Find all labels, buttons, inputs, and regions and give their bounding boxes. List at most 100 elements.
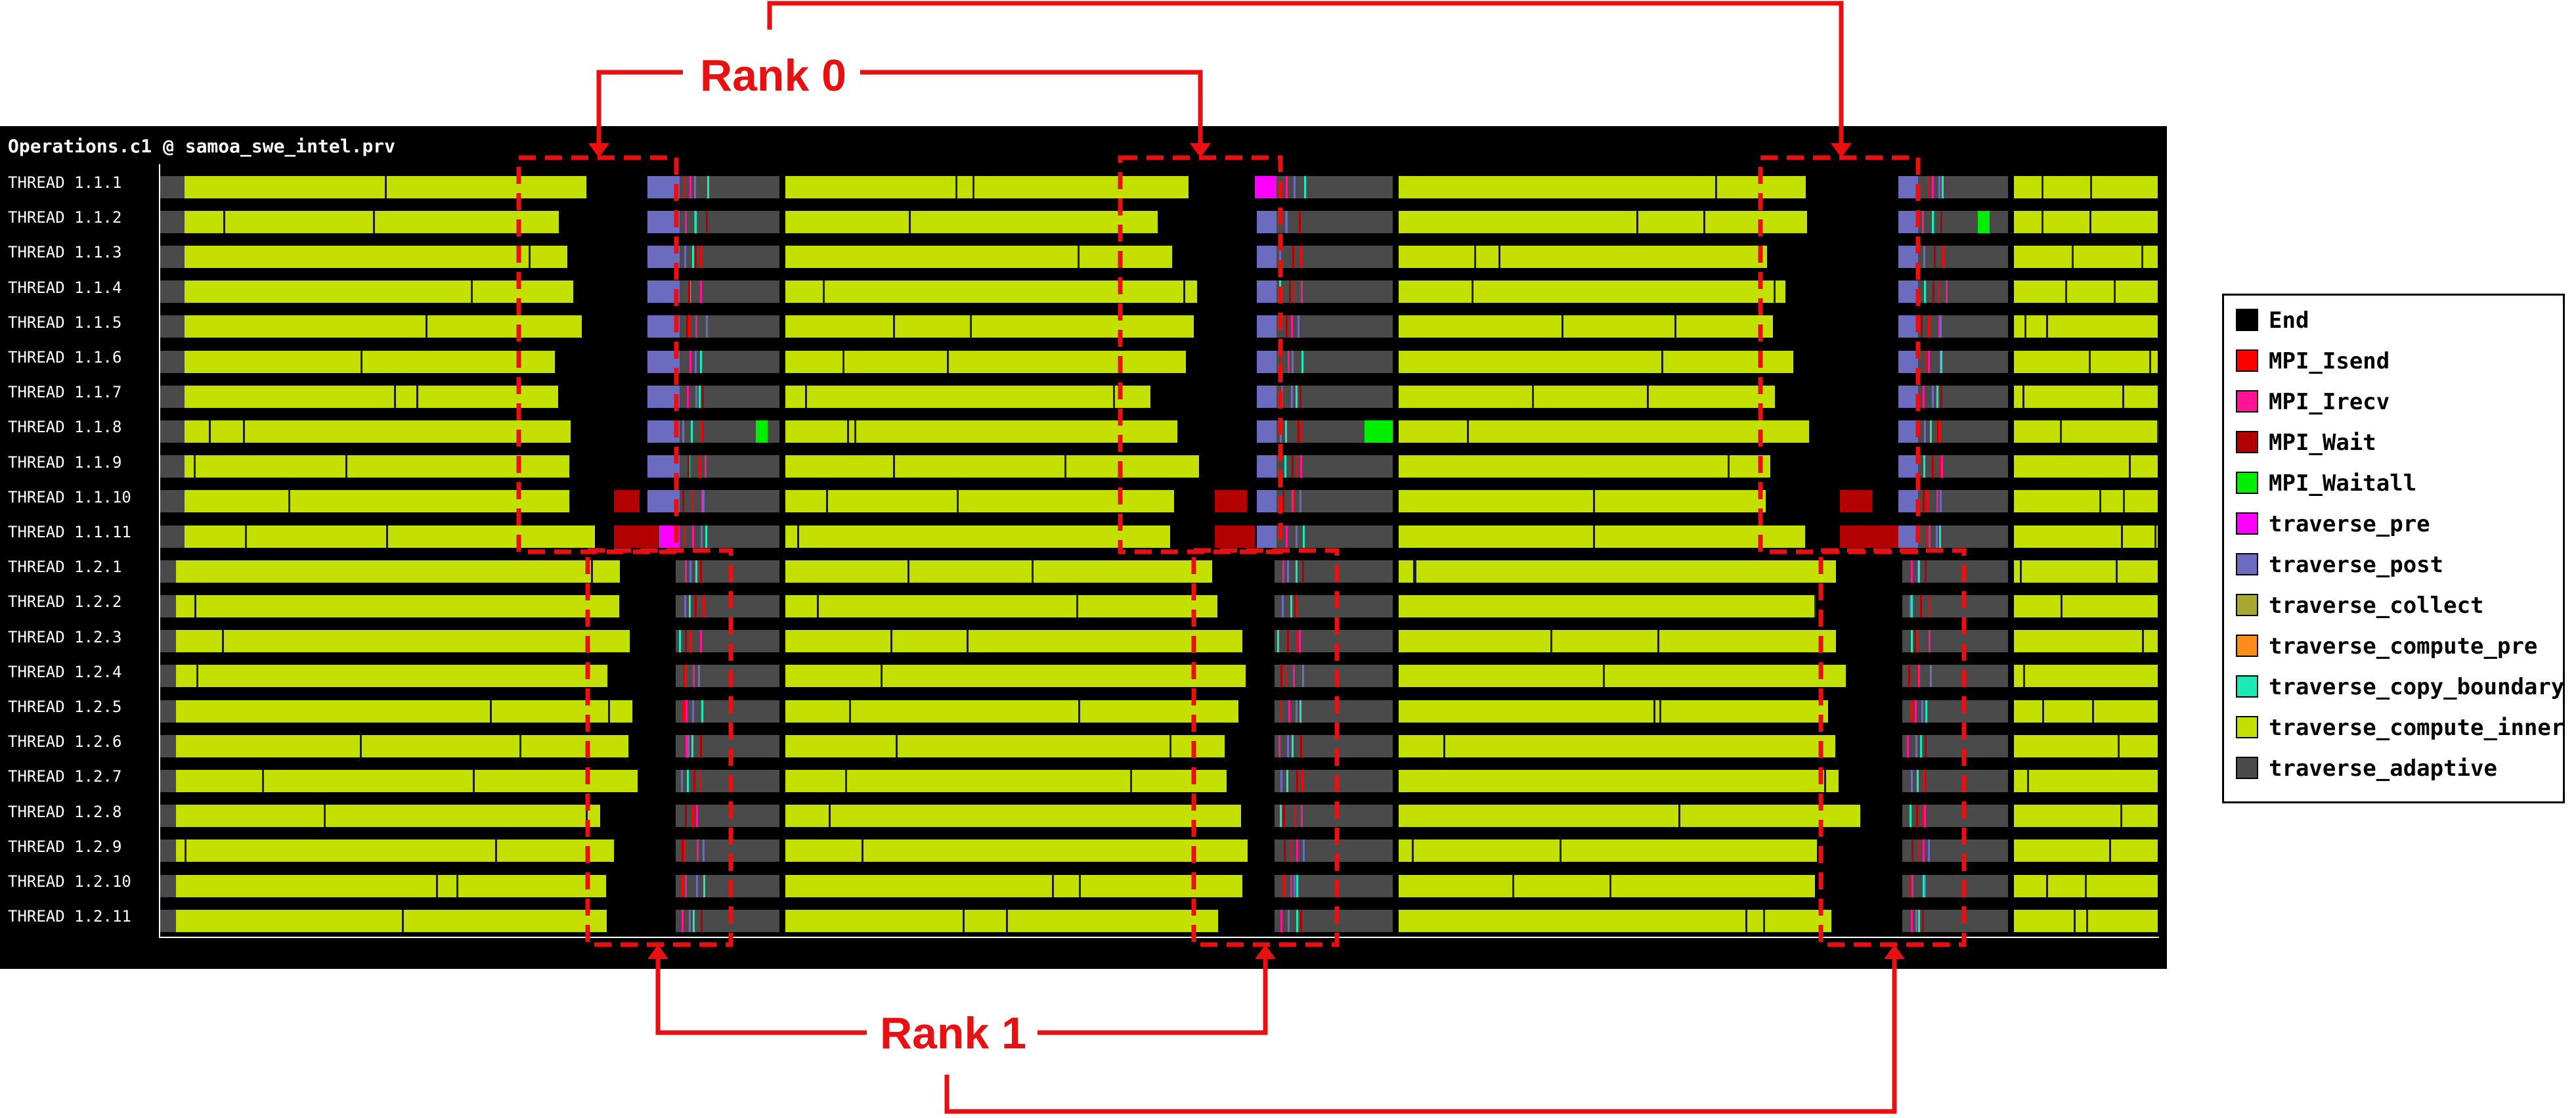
thread-row[interactable]: THREAD 1.2.9 bbox=[0, 834, 2167, 868]
state-segment bbox=[785, 175, 1189, 198]
mpi-event bbox=[613, 490, 640, 513]
legend-label: traverse_collect bbox=[2269, 593, 2484, 619]
state-tick bbox=[1593, 525, 1596, 548]
state-segment bbox=[1399, 805, 1860, 828]
mpi-stripe bbox=[705, 455, 707, 478]
state-segment bbox=[1257, 315, 1277, 338]
mpi-stripe bbox=[689, 560, 692, 583]
mpi-event bbox=[1978, 210, 1990, 233]
state-tick bbox=[2092, 700, 2095, 723]
state-tick bbox=[2149, 350, 2151, 373]
thread-row[interactable]: THREAD 1.1.9 bbox=[0, 449, 2167, 484]
mpi-stripe bbox=[1939, 525, 1942, 548]
state-segment bbox=[1917, 315, 2008, 338]
state-segment bbox=[2013, 350, 2158, 373]
thread-row[interactable]: THREAD 1.2.7 bbox=[0, 763, 2167, 798]
thread-row[interactable]: THREAD 1.1.8 bbox=[0, 414, 2167, 449]
thread-row[interactable]: THREAD 1.2.6 bbox=[0, 728, 2167, 763]
thread-label: THREAD 1.1.6 bbox=[8, 348, 122, 367]
thread-row[interactable]: THREAD 1.2.5 bbox=[0, 694, 2167, 728]
state-tick bbox=[1076, 594, 1078, 617]
timeline-window[interactable]: Operations.c1 @ samoa_swe_intel.prv THRE… bbox=[0, 126, 2167, 1086]
mpi-stripe bbox=[685, 700, 688, 723]
mpi-stripe bbox=[1927, 175, 1930, 198]
state-segment bbox=[647, 490, 680, 513]
state-tick bbox=[804, 385, 807, 408]
state-segment bbox=[1257, 385, 1277, 408]
thread-row[interactable]: THREAD 1.1.5 bbox=[0, 309, 2167, 344]
mpi-stripe bbox=[1926, 490, 1929, 513]
mpi-stripe bbox=[1304, 175, 1307, 198]
thread-row[interactable]: THREAD 1.1.10 bbox=[0, 484, 2167, 519]
thread-row[interactable]: THREAD 1.2.11 bbox=[0, 903, 2167, 938]
state-segment bbox=[176, 874, 607, 897]
state-segment bbox=[160, 280, 185, 303]
thread-row[interactable]: THREAD 1.2.10 bbox=[0, 868, 2167, 903]
mpi-stripe bbox=[699, 280, 702, 303]
state-tick bbox=[2089, 175, 2092, 198]
thread-row[interactable]: THREAD 1.2.3 bbox=[0, 624, 2167, 659]
thread-row[interactable]: THREAD 1.1.7 bbox=[0, 379, 2167, 414]
state-segment bbox=[785, 630, 1242, 653]
mpi-stripe bbox=[1917, 665, 1920, 688]
state-tick bbox=[2099, 490, 2101, 513]
thread-label: THREAD 1.2.7 bbox=[8, 767, 122, 786]
thread-label: THREAD 1.2.3 bbox=[8, 627, 122, 646]
state-segment bbox=[647, 455, 680, 478]
thread-row[interactable]: THREAD 1.2.4 bbox=[0, 659, 2167, 694]
thread-row[interactable]: THREAD 1.2.2 bbox=[0, 589, 2167, 623]
mpi-stripe bbox=[691, 420, 693, 443]
mpi-stripe bbox=[1286, 630, 1289, 653]
state-segment bbox=[1275, 700, 1393, 723]
mpi-stripe bbox=[1919, 594, 1922, 617]
mpi-stripe bbox=[1911, 630, 1913, 653]
state-segment bbox=[160, 700, 177, 723]
state-tick bbox=[1443, 734, 1446, 757]
state-tick bbox=[2022, 665, 2025, 688]
mpi-stripe bbox=[1909, 805, 1911, 828]
state-tick bbox=[1659, 700, 1661, 723]
state-tick bbox=[436, 874, 439, 897]
thread-row[interactable]: THREAD 1.1.2 bbox=[0, 204, 2167, 239]
thread-row[interactable]: THREAD 1.1.1 bbox=[0, 169, 2167, 204]
state-segment bbox=[160, 350, 185, 373]
mpi-stripe bbox=[1923, 455, 1925, 478]
state-segment bbox=[2013, 700, 2158, 723]
state-tick bbox=[963, 909, 965, 932]
state-tick bbox=[2060, 420, 2063, 443]
mpi-stripe bbox=[1284, 455, 1286, 478]
thread-label: THREAD 1.1.7 bbox=[8, 383, 122, 402]
thread-label: THREAD 1.2.9 bbox=[8, 837, 122, 856]
thread-row[interactable]: THREAD 1.1.11 bbox=[0, 519, 2167, 554]
state-segment bbox=[1399, 385, 1775, 408]
state-tick bbox=[1653, 700, 1655, 723]
thread-row[interactable]: THREAD 1.2.1 bbox=[0, 554, 2167, 589]
time-start-label: 22,889,400,645 ns bbox=[160, 1069, 309, 1086]
legend-label: traverse_pre bbox=[2269, 511, 2430, 537]
thread-row[interactable]: THREAD 1.2.8 bbox=[0, 799, 2167, 834]
mpi-stripe bbox=[1942, 245, 1944, 268]
state-segment bbox=[1898, 175, 1918, 198]
thread-row[interactable]: THREAD 1.1.6 bbox=[0, 344, 2167, 379]
state-segment bbox=[160, 420, 185, 443]
state-segment bbox=[1898, 315, 1918, 338]
mpi-stripe bbox=[1917, 839, 1920, 862]
state-segment bbox=[679, 525, 779, 548]
state-segment bbox=[1898, 350, 1918, 373]
mpi-stripe bbox=[1279, 700, 1282, 723]
state-segment bbox=[160, 315, 185, 338]
state-segment bbox=[184, 280, 573, 303]
thread-row[interactable]: THREAD 1.1.3 bbox=[0, 239, 2167, 274]
mpi-stripe bbox=[1279, 350, 1282, 373]
state-tick bbox=[1550, 630, 1552, 653]
mpi-stripe bbox=[700, 909, 703, 932]
state-tick bbox=[2024, 315, 2026, 338]
thread-row[interactable]: THREAD 1.1.4 bbox=[0, 275, 2167, 309]
state-segment bbox=[675, 909, 779, 932]
state-tick bbox=[817, 594, 819, 617]
mpi-stripe bbox=[1282, 560, 1285, 583]
state-segment bbox=[1917, 245, 2008, 268]
state-tick bbox=[2142, 630, 2145, 653]
state-tick bbox=[2122, 385, 2124, 408]
